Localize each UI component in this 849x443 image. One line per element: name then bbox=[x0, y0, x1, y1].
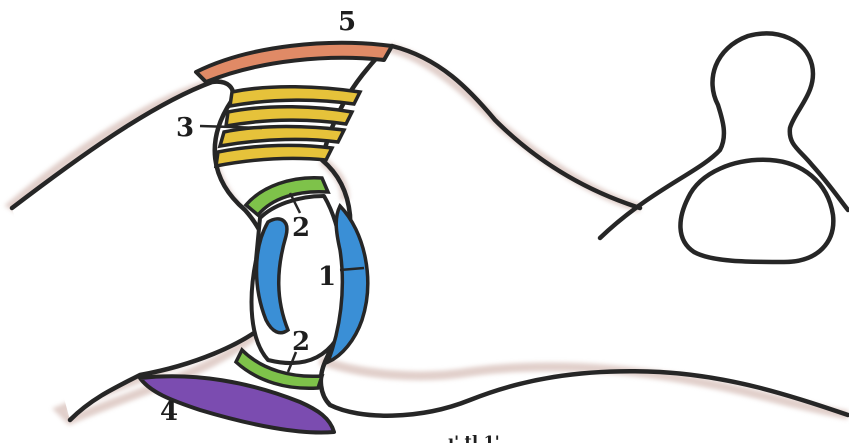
ligament-3-band-2 bbox=[226, 107, 352, 126]
label-3: 3 bbox=[176, 113, 194, 143]
vertebral-foramen bbox=[680, 160, 833, 262]
label-2-lower: 2 bbox=[292, 327, 310, 357]
ligament-3-band-1 bbox=[230, 87, 360, 106]
bottom-caption: ı' tl 1' bbox=[448, 432, 500, 443]
ligament-3-band-4 bbox=[216, 145, 332, 166]
label-2-upper: 2 bbox=[292, 213, 310, 243]
label-5: 5 bbox=[338, 7, 356, 37]
label-4: 4 bbox=[160, 397, 178, 427]
label-1: 1 bbox=[318, 262, 336, 292]
